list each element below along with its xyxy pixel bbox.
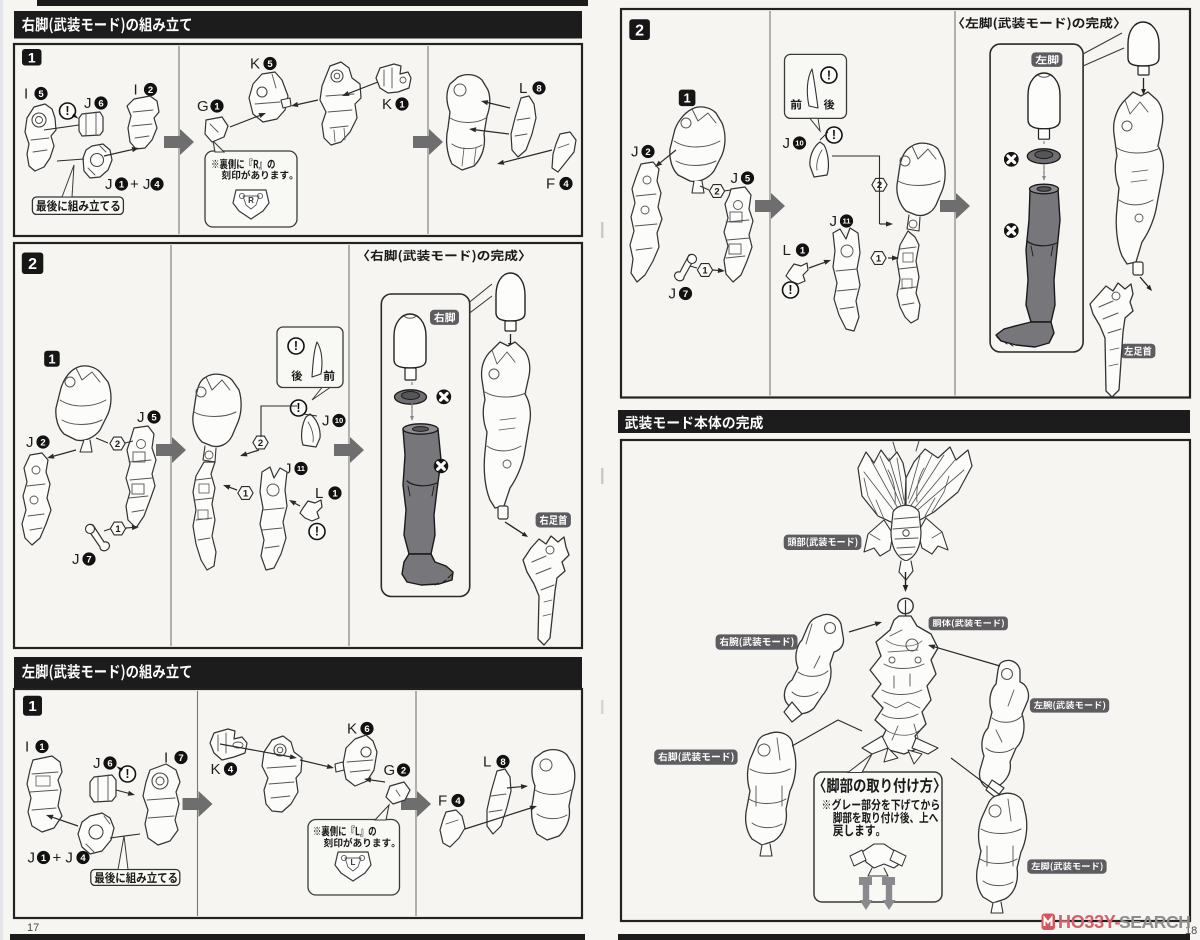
svg-text:I: I (134, 82, 138, 99)
svg-text:1: 1 (214, 101, 220, 112)
svg-text:1: 1 (243, 488, 249, 499)
svg-text:5: 5 (151, 412, 157, 423)
svg-text:1: 1 (28, 49, 36, 65)
svg-text:J: J (830, 213, 838, 230)
svg-text:J: J (93, 755, 101, 772)
svg-text:+ J: + J (53, 850, 73, 867)
svg-text:7: 7 (683, 289, 688, 300)
svg-text:10: 10 (335, 416, 343, 425)
svg-text:K: K (250, 56, 260, 73)
svg-text:J: J (28, 850, 36, 867)
svg-text:2: 2 (401, 765, 406, 776)
svg-text:+ J: + J (130, 176, 150, 193)
svg-text:1: 1 (399, 99, 405, 110)
svg-text:11: 11 (297, 464, 306, 473)
svg-text:4: 4 (154, 179, 160, 190)
svg-text:J: J (72, 551, 80, 568)
svg-text:J: J (105, 176, 113, 193)
svg-text:L: L (783, 242, 791, 259)
svg-text:J: J (322, 413, 330, 430)
svg-text:1: 1 (115, 524, 121, 535)
svg-text:!: ! (65, 104, 69, 118)
svg-text:1: 1 (332, 488, 338, 499)
svg-text:J: J (669, 286, 677, 303)
svg-text:8: 8 (536, 83, 541, 94)
svg-text:K: K (347, 721, 357, 738)
svg-text:11: 11 (842, 217, 851, 226)
svg-text:!: ! (296, 401, 300, 415)
svg-text:2: 2 (635, 22, 644, 39)
svg-text:1: 1 (876, 253, 882, 264)
svg-text:4: 4 (80, 853, 86, 864)
svg-text:I: I (24, 86, 28, 103)
svg-text:5: 5 (38, 89, 44, 100)
svg-text:6: 6 (364, 724, 369, 735)
svg-text:J: J (783, 135, 791, 152)
svg-text:5: 5 (745, 173, 751, 184)
svg-text:L: L (483, 754, 491, 771)
svg-text:1: 1 (48, 351, 55, 366)
svg-text:2: 2 (645, 147, 650, 158)
svg-text:SEARCH: SEARCH (1119, 912, 1191, 932)
svg-text:6: 6 (98, 98, 103, 109)
svg-text:J: J (84, 95, 92, 112)
svg-text:1: 1 (28, 698, 36, 715)
svg-text:G: G (384, 762, 396, 779)
svg-text:8: 8 (500, 757, 505, 768)
svg-text:4: 4 (228, 764, 234, 775)
svg-text:2: 2 (258, 438, 263, 449)
svg-text:F: F (546, 176, 555, 193)
svg-text:!: ! (315, 525, 319, 539)
svg-text:!: ! (827, 68, 831, 82)
svg-text:L: L (315, 485, 323, 502)
svg-text:I: I (25, 739, 29, 756)
svg-text:1: 1 (119, 179, 125, 190)
svg-text:6: 6 (107, 758, 112, 769)
svg-text:2: 2 (148, 85, 153, 96)
svg-text:!: ! (832, 128, 836, 142)
svg-text:10: 10 (795, 139, 803, 148)
svg-text:7: 7 (178, 753, 183, 764)
svg-text:L: L (351, 858, 356, 867)
svg-text:G: G (197, 98, 209, 115)
svg-text:2: 2 (714, 186, 719, 197)
svg-text:1: 1 (702, 265, 708, 276)
svg-text:2: 2 (28, 256, 37, 273)
svg-text:!: ! (294, 339, 298, 353)
svg-text:4: 4 (455, 796, 461, 807)
svg-text:J: J (137, 409, 145, 426)
svg-text:I: I (164, 750, 168, 767)
svg-text:2: 2 (115, 439, 120, 450)
svg-text:2: 2 (40, 437, 45, 448)
svg-text:J: J (731, 170, 739, 187)
svg-text:7: 7 (86, 554, 91, 565)
svg-text:1: 1 (800, 245, 806, 256)
svg-text:5: 5 (267, 59, 273, 70)
svg-text:1: 1 (39, 742, 45, 753)
svg-text:4: 4 (563, 179, 569, 190)
svg-text:K: K (211, 761, 221, 778)
svg-text:!: ! (788, 283, 792, 297)
svg-text:HO33Y-: HO33Y- (1058, 912, 1121, 932)
svg-text:17: 17 (27, 922, 39, 934)
svg-text:1: 1 (683, 91, 690, 106)
svg-text:F: F (438, 793, 447, 810)
svg-text:R: R (248, 196, 254, 205)
svg-text:J: J (26, 434, 34, 451)
svg-text:1: 1 (41, 853, 47, 864)
svg-text:!: ! (125, 767, 129, 781)
svg-text:K: K (382, 96, 392, 113)
svg-text:L: L (519, 80, 527, 97)
svg-text:J: J (284, 461, 292, 478)
svg-text:J: J (631, 144, 639, 161)
svg-text:18: 18 (1185, 925, 1197, 937)
